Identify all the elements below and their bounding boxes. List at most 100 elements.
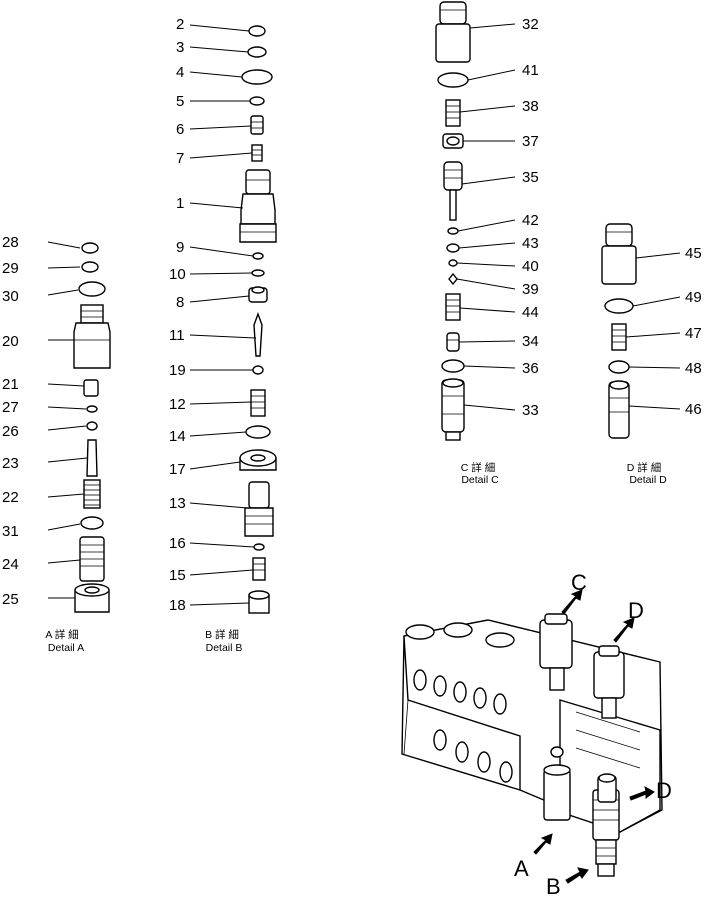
callout-28: 28 <box>2 234 19 251</box>
assembly-valve-d-lower <box>597 773 617 803</box>
part-24-seat <box>79 536 105 582</box>
detail-c-caption-jp: C 詳 細 <box>461 461 495 474</box>
detail-a-caption-en: Detail A <box>48 642 84 654</box>
part-1-valve-body <box>239 169 277 243</box>
part-34-piston <box>446 332 460 352</box>
part-10-ring <box>251 269 265 277</box>
callout-37: 37 <box>522 133 539 150</box>
part-12-spring <box>250 389 266 417</box>
part-6-piston <box>250 115 264 135</box>
callout-10: 10 <box>169 266 186 283</box>
assembly-letter-a: A <box>514 856 529 881</box>
part-42-ring <box>447 227 459 235</box>
part-49-o-ring <box>604 298 634 314</box>
part-29-backup-ring <box>81 261 99 273</box>
part-41-o-ring <box>437 72 469 88</box>
part-7-spring <box>251 144 263 162</box>
callout-19: 19 <box>169 362 186 379</box>
callout-8: 8 <box>176 294 184 311</box>
callout-43: 43 <box>522 235 539 252</box>
detail-b-caption-en: Detail B <box>206 642 243 654</box>
part-30-o-ring <box>78 281 106 297</box>
callout-34: 34 <box>522 333 539 350</box>
assembly-valve-a <box>543 746 571 821</box>
callout-26: 26 <box>2 423 19 440</box>
callout-18: 18 <box>169 597 186 614</box>
part-33-sleeve <box>441 378 465 441</box>
callout-46: 46 <box>685 401 702 418</box>
part-21-piston <box>83 379 99 397</box>
part-46-sleeve <box>608 380 630 439</box>
callout-13: 13 <box>169 495 186 512</box>
callout-7: 7 <box>176 150 184 167</box>
callout-12: 12 <box>169 396 186 413</box>
callout-48: 48 <box>685 360 702 377</box>
assembly-cap-c <box>539 613 573 691</box>
callout-25: 25 <box>2 591 19 608</box>
part-18-nut <box>248 590 270 614</box>
callout-6: 6 <box>176 121 184 138</box>
callout-20: 20 <box>2 333 19 350</box>
callout-15: 15 <box>169 567 186 584</box>
callout-31: 31 <box>2 523 19 540</box>
arrow-b-icon <box>565 867 589 884</box>
callout-49: 49 <box>685 289 702 306</box>
part-35-spool <box>443 161 463 221</box>
part-13-plug <box>244 481 274 537</box>
assembly-letter-d-top: D <box>628 598 644 623</box>
callout-9: 9 <box>176 239 184 256</box>
callout-3: 3 <box>176 39 184 56</box>
part-44-spring <box>445 293 461 321</box>
part-5-ring <box>249 96 265 106</box>
part-28-o-ring <box>81 242 99 254</box>
callout-5: 5 <box>176 93 184 110</box>
part-11-poppet <box>253 311 263 357</box>
callout-23: 23 <box>2 455 19 472</box>
callout-32: 32 <box>522 16 539 33</box>
callout-40: 40 <box>522 258 539 275</box>
callout-30: 30 <box>2 288 19 305</box>
part-9-ring <box>252 252 264 260</box>
part-31-o-ring <box>80 516 104 530</box>
detail-c: 32 41 38 37 35 42 43 40 39 44 34 36 33 C… <box>435 1 539 486</box>
assembly-valve-b <box>592 789 620 877</box>
part-38-spring <box>445 99 461 127</box>
part-43-ring <box>446 243 460 253</box>
callout-11: 11 <box>169 327 185 344</box>
arrow-a-icon <box>533 833 553 855</box>
detail-d-caption-jp: D 詳 細 <box>627 461 661 474</box>
part-45-cap <box>601 223 637 285</box>
callout-17: 17 <box>169 461 186 478</box>
callout-45: 45 <box>685 245 702 262</box>
arrow-d-side-icon <box>629 786 655 801</box>
arrow-d-top-icon <box>613 617 635 643</box>
callout-1: 1 <box>176 195 184 212</box>
callout-38: 38 <box>522 98 539 115</box>
part-25-nut <box>74 583 110 613</box>
callout-41: 41 <box>522 62 539 79</box>
detail-c-caption-en: Detail C <box>461 474 499 486</box>
part-8-seat <box>248 286 268 303</box>
assembly-letter-c: C <box>571 570 587 595</box>
assembly-letter-d-side: D <box>656 778 672 803</box>
callout-27: 27 <box>2 399 19 416</box>
callout-21: 21 <box>2 376 19 393</box>
part-40-ring <box>448 259 458 267</box>
part-32-cap <box>435 1 471 63</box>
part-47-spring <box>611 323 627 351</box>
detail-d: 45 49 47 48 46 D 詳 細 Detail D <box>601 223 702 486</box>
part-16-ring <box>253 543 265 551</box>
callout-14: 14 <box>169 428 186 445</box>
part-36-ring <box>441 359 465 373</box>
part-22-spring <box>83 479 101 509</box>
callout-36: 36 <box>522 360 539 377</box>
part-27-ring <box>86 405 98 413</box>
detail-b: 2 3 4 5 6 7 1 9 10 8 11 19 12 14 17 13 1… <box>169 16 277 654</box>
part-14-o-ring <box>245 425 271 439</box>
detail-b-caption-jp: B 詳 細 <box>205 628 239 641</box>
callout-29: 29 <box>2 260 19 277</box>
callout-47: 47 <box>685 325 702 342</box>
assembly-letter-b: B <box>546 874 561 898</box>
detail-a-caption-jp: A 詳 細 <box>45 628 78 641</box>
